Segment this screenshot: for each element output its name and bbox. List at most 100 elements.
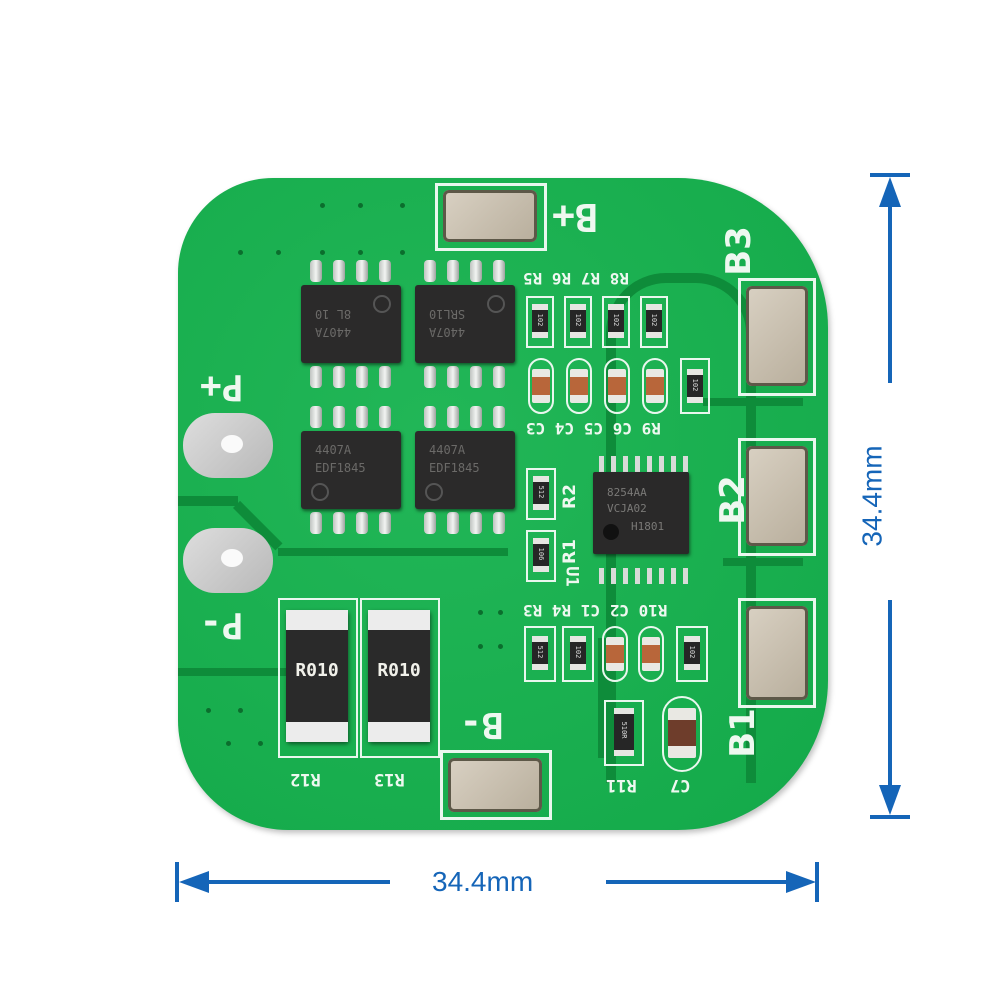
c2-outline	[638, 626, 664, 682]
arrow-up-icon	[879, 177, 901, 207]
bplus-label: B+	[552, 195, 598, 239]
b2-pad[interactable]	[746, 446, 808, 546]
resistor-r9: 102	[687, 369, 703, 403]
mosfet-q2: SRL10 4407A	[410, 260, 520, 390]
mid-row-label: R9 C6 C5 C4 C3	[526, 419, 661, 438]
via	[400, 203, 405, 208]
mosfet-marking: 4407A	[429, 325, 466, 339]
width-line-right	[606, 880, 786, 884]
b3-pad-outline	[738, 278, 816, 396]
b1-label: B1	[722, 708, 763, 758]
ic-marking-3: H1801	[631, 520, 665, 533]
pplus-label: P+	[200, 366, 244, 407]
trace-b3	[703, 398, 803, 406]
r5-outline	[526, 296, 554, 348]
r12-value: R010	[295, 660, 339, 681]
arrow-down-icon	[879, 785, 901, 815]
c3-outline	[528, 358, 554, 414]
r2-label: R2	[559, 484, 580, 509]
resistor-r11: 510R	[614, 708, 634, 756]
r12-label: R12	[290, 769, 321, 789]
width-line-left	[205, 880, 390, 884]
b3-label: B3	[718, 226, 759, 276]
c1-outline	[602, 626, 628, 682]
r11-label: R11	[606, 775, 637, 795]
resistor-r4: 102	[570, 636, 586, 670]
trace-lower	[598, 638, 608, 758]
height-tick-top	[870, 173, 910, 177]
resistor-r5: 102	[532, 304, 548, 338]
mosfet-marking: EDF1845	[429, 461, 480, 475]
mosfet-marking: SRL10	[429, 307, 466, 321]
r6-outline	[564, 296, 592, 348]
bminus-pad[interactable]	[448, 758, 542, 812]
mosfet-marking: 4407A	[429, 443, 466, 457]
c4-outline	[566, 358, 592, 414]
r1-outline	[526, 530, 556, 582]
u1-label: U1	[561, 566, 582, 587]
pminus-label: P-	[200, 604, 244, 645]
c5-outline	[604, 358, 630, 414]
resistor-r7: 102	[608, 304, 624, 338]
via	[358, 250, 363, 255]
r13-outline	[360, 598, 440, 758]
pcb-board: B+ P+ P- 8L 10 4407A SRL10 4407A 4407A E…	[178, 178, 828, 830]
resistor-r8: 102	[646, 304, 662, 338]
via	[358, 203, 363, 208]
mosfet-marking: 4407A	[315, 325, 352, 339]
via	[258, 741, 263, 746]
via	[400, 250, 405, 255]
trace-b2	[723, 558, 803, 566]
bplus-pad[interactable]	[443, 190, 537, 242]
b3-pad[interactable]	[746, 286, 808, 386]
r9-outline	[680, 358, 710, 414]
arrow-right-icon	[786, 871, 816, 893]
capacitor-c2	[642, 637, 660, 671]
c6-outline	[642, 358, 668, 414]
capacitor-c6	[646, 369, 664, 403]
mosfet-q3: 4407A EDF1845	[296, 406, 406, 536]
via	[238, 708, 243, 713]
bottom-row-label: R10 C2 C1 R4 R3	[523, 601, 668, 620]
bminus-label: B-	[460, 704, 504, 745]
r3-outline	[524, 626, 556, 682]
mosfet-marking: 4407A	[315, 443, 352, 457]
r2-outline	[526, 468, 556, 520]
arrow-left-icon	[179, 871, 209, 893]
capacitor-c5	[608, 369, 626, 403]
r11-outline	[604, 700, 644, 766]
resistor-r2: 512	[533, 476, 549, 510]
r10-outline	[676, 626, 708, 682]
mosfet-q1: 8L 10 4407A	[296, 260, 406, 390]
via	[226, 741, 231, 746]
via	[320, 203, 325, 208]
via	[276, 250, 281, 255]
mosfet-q4: 4407A EDF1845	[410, 406, 520, 536]
b1-pad[interactable]	[746, 606, 808, 700]
via	[478, 644, 483, 649]
c7-outline	[662, 696, 702, 772]
width-label: 34.4mm	[432, 866, 534, 897]
mosfet-marking: EDF1845	[315, 461, 366, 475]
capacitor-c4	[570, 369, 588, 403]
bminus-pad-outline	[440, 750, 552, 820]
resistor-r3: 512	[532, 636, 548, 670]
r4-outline	[562, 626, 594, 682]
via	[206, 708, 211, 713]
via	[478, 610, 483, 615]
width-tick-right	[815, 862, 819, 902]
resistor-r6: 102	[570, 304, 586, 338]
r13-value: R010	[377, 660, 421, 681]
pplus-hole	[221, 435, 243, 453]
capacitor-c1	[606, 637, 624, 671]
resistor-r10: 102	[684, 636, 700, 670]
mosfet-marking: 8L 10	[315, 307, 352, 321]
r1-label: R1	[559, 539, 580, 564]
pminus-hole	[221, 549, 243, 567]
ic-marking-1: 8254AA	[607, 486, 647, 499]
resistor-r1: 106	[533, 538, 549, 572]
c7-label: C7	[670, 775, 691, 795]
via	[320, 250, 325, 255]
height-label: 34.4mm	[856, 445, 888, 547]
via	[238, 250, 243, 255]
